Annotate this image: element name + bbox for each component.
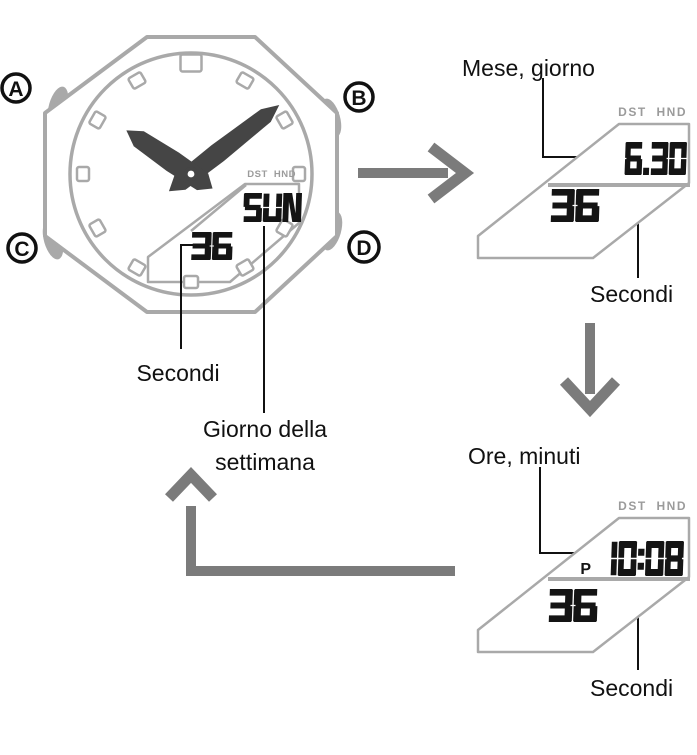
hour-marker xyxy=(182,274,200,290)
panel2-seconds-value xyxy=(548,589,598,623)
hours-minutes-label: Ore, minuti xyxy=(468,443,580,469)
button-a-label: A xyxy=(8,78,23,101)
button-b-label: B xyxy=(351,87,366,110)
panel1-seconds-value xyxy=(550,189,600,223)
panel2-time-value xyxy=(610,541,684,577)
lcd-segment xyxy=(662,142,669,158)
lcd-segment xyxy=(677,541,684,558)
lcd-segment xyxy=(275,193,283,207)
lcd-segment xyxy=(566,189,575,205)
button-b-circle xyxy=(343,81,375,113)
lcd-segment xyxy=(625,168,642,176)
lcd-segment xyxy=(575,189,584,205)
lcd-segment xyxy=(618,541,625,558)
lcd-segment xyxy=(625,142,632,158)
button-c-label: C xyxy=(14,238,29,261)
button-a-callout: A xyxy=(0,72,32,104)
lcd-segment xyxy=(263,193,270,207)
arrow-watch-to-panel1 xyxy=(358,142,475,204)
lcd-segment xyxy=(658,541,665,558)
lcd-window-divider xyxy=(190,184,247,232)
lcd-segment xyxy=(645,541,652,558)
watch-illustration: DST HND A B C D xyxy=(0,35,381,314)
weekday-label-line2: settimana xyxy=(215,449,315,475)
hour-marker xyxy=(127,258,147,277)
lcd-segment xyxy=(243,193,250,207)
lcd-segment xyxy=(550,215,574,223)
watch-seconds-label: Secondi xyxy=(136,360,219,386)
hour-marker xyxy=(275,110,294,130)
lcd-segment xyxy=(650,168,668,176)
lcd-segment xyxy=(664,559,671,576)
button-d-circle xyxy=(347,230,381,264)
lcd-indicator-text: DST HND xyxy=(247,169,296,180)
month-day-label: Mese, giorno xyxy=(462,55,595,81)
button-c-callout: C xyxy=(6,232,38,264)
panel2-seconds-label: Secondi xyxy=(590,675,673,701)
lcd-segment xyxy=(243,216,262,223)
hour-markers xyxy=(75,53,307,290)
leader-watch-seconds xyxy=(180,244,193,349)
lcd-segment xyxy=(681,142,687,158)
lcd-segment xyxy=(617,559,624,576)
lcd-segment xyxy=(669,142,676,158)
lcd-segment xyxy=(262,208,269,222)
button-c-circle xyxy=(6,232,38,264)
lcd-segment xyxy=(645,559,652,576)
arrow-return-head xyxy=(165,467,217,502)
lcd-segment xyxy=(295,193,303,223)
lcd-segment xyxy=(573,589,582,605)
lcd-segment xyxy=(630,541,638,558)
lcd-segment xyxy=(638,548,645,556)
lcd-segment xyxy=(564,589,573,605)
hour-marker xyxy=(235,71,255,90)
hands-pivot-dot xyxy=(187,170,195,178)
hour-marker xyxy=(291,165,307,183)
lcd-segment xyxy=(548,615,572,623)
lcd-segment xyxy=(642,167,650,176)
panel2-outline xyxy=(476,516,691,654)
panel1-indicator-text: DST HND xyxy=(618,105,687,119)
arrow-panel1-to-panel2 xyxy=(559,323,621,418)
lcd-segment xyxy=(666,555,683,562)
arrow-return-to-watch xyxy=(165,467,455,576)
arrow-right-head xyxy=(427,142,475,204)
lcd-segment xyxy=(204,232,212,246)
hour-marker xyxy=(88,110,107,130)
lcd-segment xyxy=(212,232,220,246)
lcd-segment xyxy=(610,559,617,576)
button-a-circle xyxy=(0,72,32,104)
lcd-segment xyxy=(573,615,597,623)
lcd-day-value xyxy=(243,193,303,223)
display-panel-hours-minutes: DST HND P xyxy=(476,499,691,654)
hour-marker xyxy=(75,165,91,183)
button-d-label: D xyxy=(356,237,371,260)
hour-marker xyxy=(179,53,203,73)
panel2-pm-indicator: P xyxy=(580,561,591,578)
button-d-callout: D xyxy=(347,230,381,264)
display-panel-month-day: DST HND xyxy=(476,105,691,260)
panel1-seconds-label: Secondi xyxy=(590,281,673,307)
arrow-return-shaft xyxy=(186,506,455,576)
lcd-segment xyxy=(287,193,297,223)
lcd-segment xyxy=(665,541,672,558)
hour-marker xyxy=(235,258,255,277)
lcd-seconds-value xyxy=(191,232,233,261)
lcd-segment xyxy=(637,562,645,570)
lcd-segment xyxy=(575,215,599,223)
hour-marker xyxy=(88,218,107,238)
lcd-segment xyxy=(282,193,290,223)
panel1-month-day-value xyxy=(624,142,687,176)
weekday-label-line1: Giorno della xyxy=(203,416,327,442)
arrow-down-head xyxy=(559,377,621,418)
lcd-segment xyxy=(611,541,618,558)
lcd-segment xyxy=(668,159,675,175)
lcd-segment xyxy=(191,254,211,261)
lcd-segment xyxy=(212,254,232,261)
hour-marker xyxy=(127,71,147,90)
panel2-indicator-text: DST HND xyxy=(618,499,687,513)
button-b-callout: B xyxy=(343,81,375,113)
